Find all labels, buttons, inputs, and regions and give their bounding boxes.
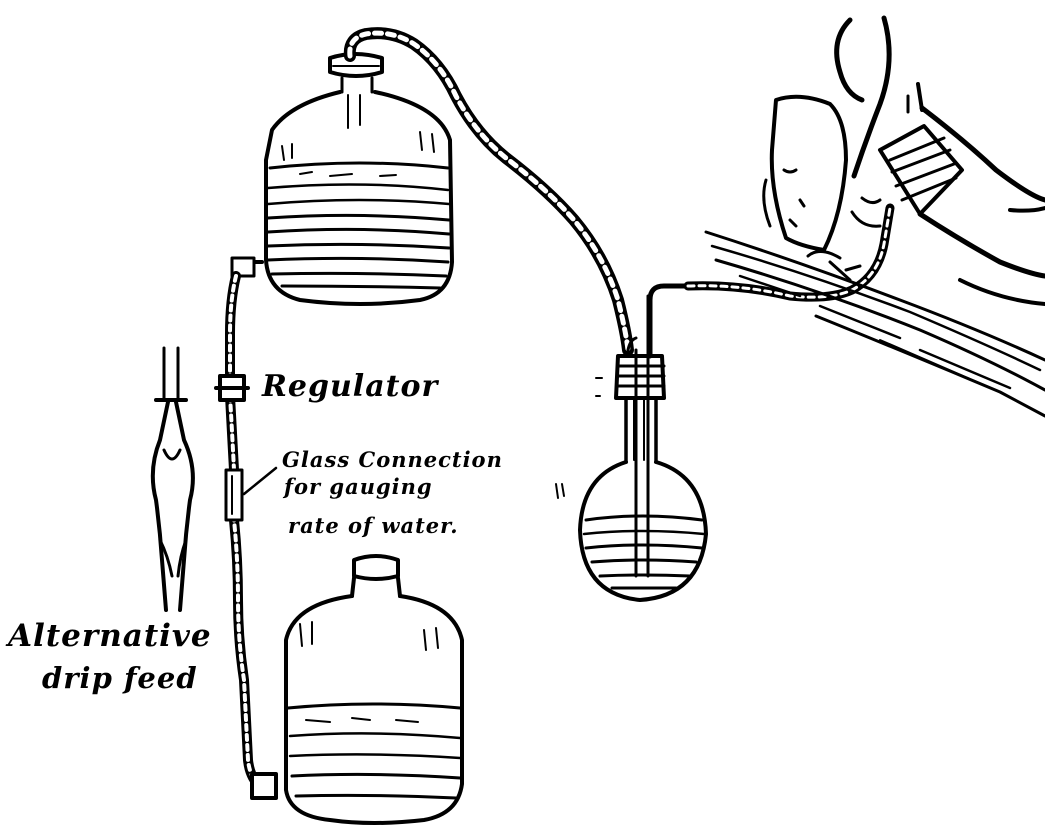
alternative-drip-feed-label-line1: Alternative: [8, 621, 212, 652]
upper-reservoir-bottle: [232, 54, 452, 304]
drip-feed-tube: [216, 276, 276, 798]
glass-connection-label-line2: for gauging: [284, 476, 433, 497]
alternative-drip-feed-label-line2: drip feed: [42, 664, 198, 693]
alternative-drip-feed: [153, 348, 193, 610]
lower-bottle: [286, 556, 462, 823]
glass-connection-label-line1: Glass Connection: [282, 449, 503, 470]
humidifier-flask: [580, 286, 706, 600]
patient-in-bed: [706, 18, 1045, 416]
regulator-label: Regulator: [262, 372, 438, 402]
glass-connection-label-line3: rate of water.: [288, 515, 459, 536]
